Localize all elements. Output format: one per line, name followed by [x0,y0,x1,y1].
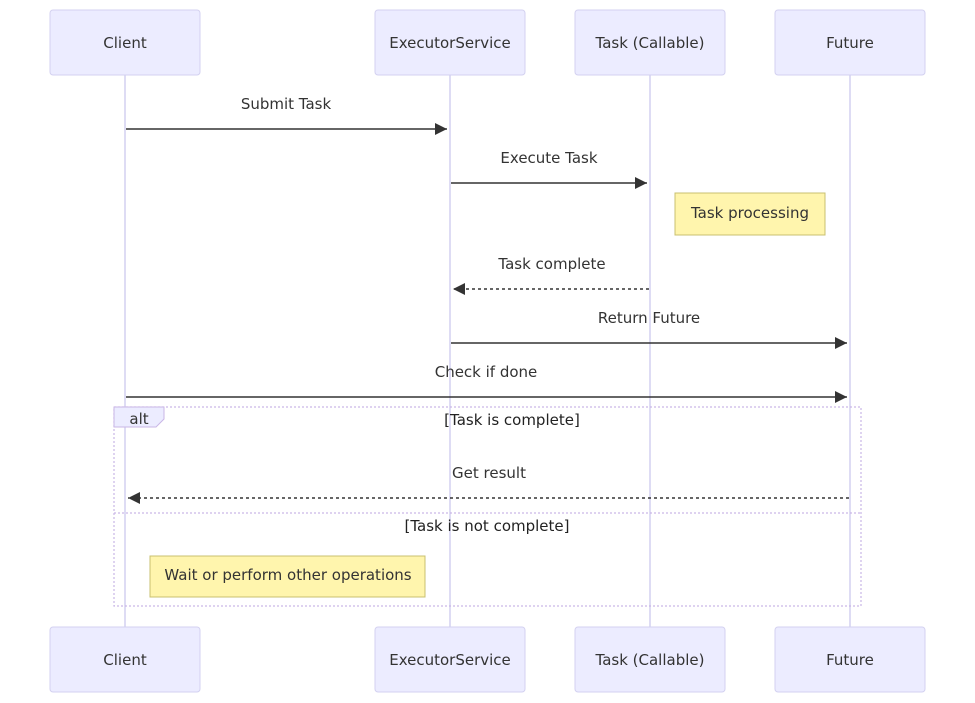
actor-executorservice-top: ExecutorService [374,9,526,76]
note-label: Task processing [690,204,809,222]
note-label: Wait or perform other operations [164,566,411,584]
alt-label-tab [113,406,165,428]
actor-task-callable-top: Task (Callable) [574,9,726,76]
actor-label: ExecutorService [389,651,511,669]
alt-condition-not-complete: [Task is not complete] [405,517,570,535]
actor-label: Task (Callable) [595,34,705,52]
actor-label: Client [103,34,147,52]
actor-label: Future [826,651,874,669]
actor-label: Task (Callable) [595,651,705,669]
alt-condition-complete: [Task is complete] [444,411,580,429]
message-label-return-future: Return Future [598,309,700,327]
note-task-processing: Task processing [674,192,826,236]
message-label-task-complete: Task complete [497,255,605,273]
message-label-check-if-done: Check if done [435,363,538,381]
actor-client-top: Client [49,9,201,76]
note-wait-or-perform: Wait or perform other operations [149,555,426,598]
actor-client-bottom: Client [49,626,201,693]
message-label-execute-task: Execute Task [500,149,597,167]
actor-future-bottom: Future [774,626,926,693]
alt-keyword: alt [129,410,148,428]
message-label-get-result: Get result [452,464,526,482]
actor-label: Client [103,651,147,669]
alt-frame: alt [Task is complete] [Task is not comp… [113,406,862,607]
message-label-submit-task: Submit Task [241,95,332,113]
actor-label: Future [826,34,874,52]
actor-future-top: Future [774,9,926,76]
actor-label: ExecutorService [389,34,511,52]
actor-executorservice-bottom: ExecutorService [374,626,526,693]
actor-task-callable-bottom: Task (Callable) [574,626,726,693]
